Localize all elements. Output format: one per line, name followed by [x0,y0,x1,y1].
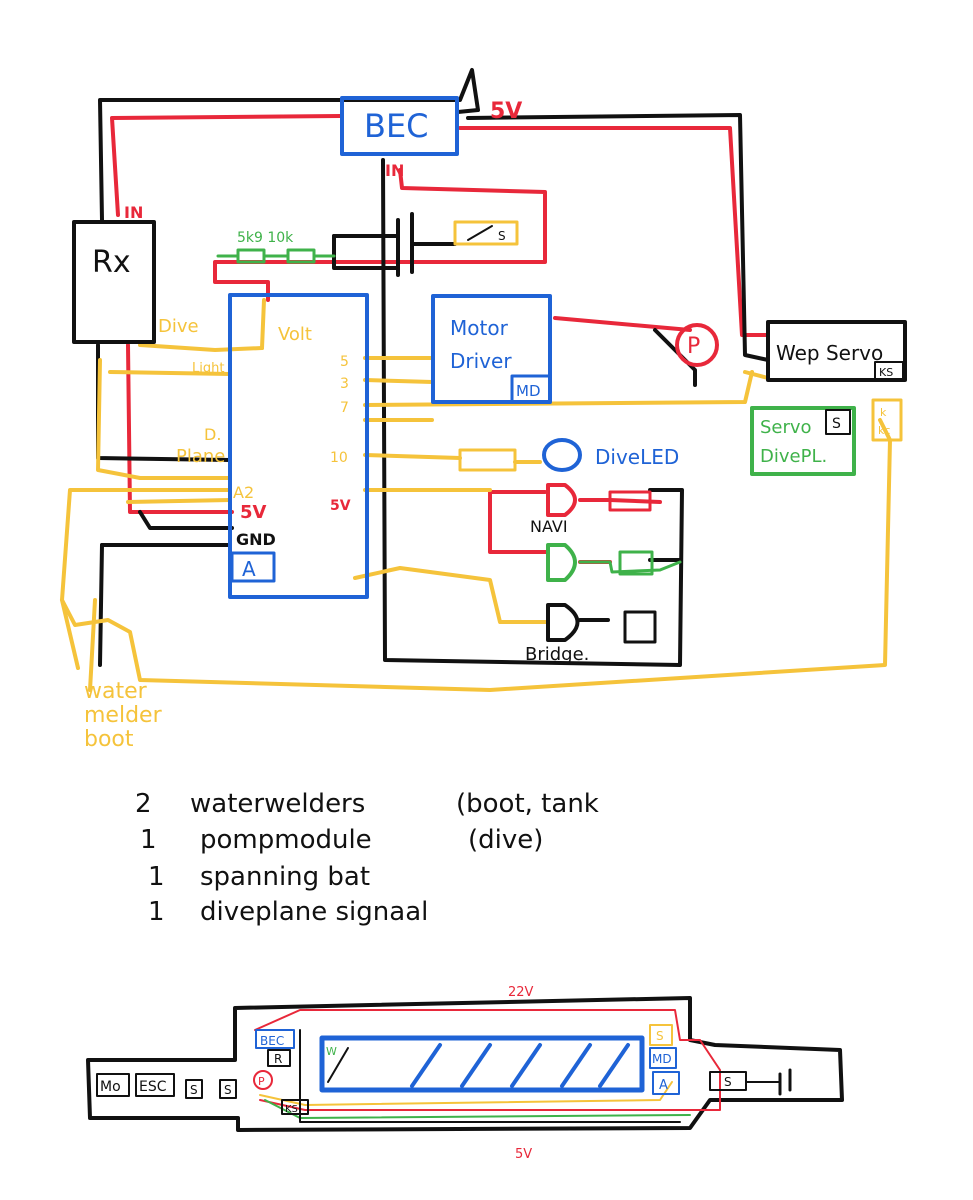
note-2-extra: (dive) [468,825,543,855]
hull-s1-label: S [190,1083,198,1097]
hull-mo-label: Mo [100,1079,121,1095]
pin-5v-label: 5V [330,498,351,514]
hull-22v-label: 22V [508,985,534,1000]
pump-label: P [687,334,700,359]
hull-esc-label: ESC [139,1079,167,1095]
hull-5v-label: 5V [515,1147,532,1162]
pin-3-label: 3 [340,376,349,392]
water-melder-label-1: water [84,679,148,704]
hull-bec-label: BEC [260,1034,284,1048]
motor-driver-label-1: Motor [450,316,509,340]
switch-s-label: S [498,229,506,243]
dive-led-label: DiveLED [595,445,679,469]
wep-servo-module: Wep Servo KS [766,320,907,382]
servo-label-1: Servo [760,417,812,438]
receiver-module: Rx [72,220,156,344]
wep-servo-label: Wep Servo [776,341,883,365]
navi-label: NAVI [530,517,568,536]
pin-10-label: 10 [330,450,348,466]
hull-md-label: MD [652,1052,672,1066]
ks-label: KS [879,366,893,379]
5v-pin-label: 5V [240,502,267,523]
side-module-bottom-label: kc [878,424,890,437]
bec-module: BEC [340,96,459,156]
servo-label-2: DivePL. [760,446,827,467]
signal-wires-yellow [60,298,892,692]
hull-a-label: A [659,1078,668,1093]
hull-s-tail-label: S [724,1075,732,1089]
hull-s-right-label: S [656,1029,664,1043]
dive-led: DiveLED [458,438,679,472]
pump-motor: P [675,323,719,367]
power-wires-red [110,114,770,564]
note-2-qty: 1 [140,825,157,855]
hull-r-label: R [274,1052,282,1066]
motor-driver-module: Motor Driver MD [431,294,552,404]
bridge-label: Bridge. [525,644,589,665]
notes-list: 2 waterwelders (boot, tank 1 pompmodule … [135,789,599,927]
arduino-a-label: A [242,557,256,581]
hull-ks-label: KS [285,1104,298,1115]
in-label-rx: IN [124,203,143,222]
in-label-bec: IN [385,161,404,180]
side-signal-module: k kc [871,398,903,442]
power-switch: S [453,220,519,246]
hull-p-label: P [258,1075,265,1088]
dive-plane-label-2: Plane [176,446,225,467]
rx-label: Rx [92,245,131,280]
ground-wires-black [96,68,770,667]
note-3-text: spanning bat [200,862,370,892]
note-4-text: diveplane signaal [200,897,428,927]
hull-s2-label: S [224,1083,232,1097]
gnd-pin-label: GND [236,530,276,549]
green-wires [578,560,682,574]
dive-plane-servo-module: Servo DivePL. S [750,406,856,476]
5v-label-top: 5V [490,99,522,124]
note-1-qty: 2 [135,789,152,819]
note-1-extra: (boot, tank [456,789,599,819]
a2-pin-label: A2 [233,483,254,502]
motor-driver-label-2: Driver [450,349,512,373]
water-melder-label-2: melder [84,703,163,728]
bec-label: BEC [364,107,429,145]
navigation-lights: NAVI [530,483,654,582]
dive-signal-label: Dive [158,316,199,337]
resistor-values-label: 5k9 10k [237,230,294,246]
note-1-text: waterwelders [190,789,365,819]
arduino-board: A A2 5V GND 5 3 7 10 5V [228,293,369,599]
hull-w-label: W [326,1045,337,1058]
servo-s-label: S [832,416,841,432]
volt-signal-label: Volt [278,324,312,345]
hull-layout-diagram: 22V 5V W Mo ESC S S BEC R P KS [86,985,844,1162]
note-4-qty: 1 [148,897,165,927]
md-label: MD [516,382,541,400]
light-signal-label: Light [192,361,224,376]
bridge-light: Bridge. [525,603,657,665]
pin-5-label: 5 [340,354,349,370]
water-melder-label-3: boot [84,727,134,752]
dive-plane-label-1: D. [204,425,221,444]
side-module-top-label: k [880,406,887,419]
pin-7-label: 7 [340,400,349,416]
note-3-qty: 1 [148,862,165,892]
voltage-divider-resistors: 5k9 10k [216,230,336,264]
note-2-text: pompmodule [200,825,372,855]
